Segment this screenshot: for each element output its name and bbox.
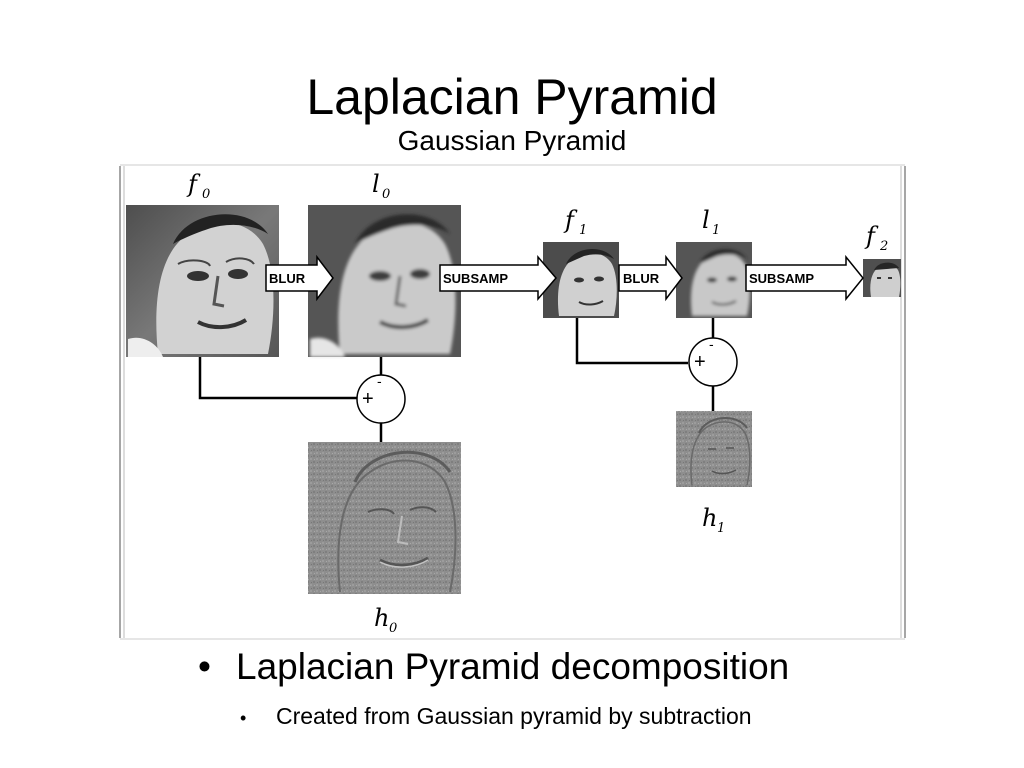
sub-bullet-marker: • [240, 708, 247, 728]
sum-node-0 [356, 374, 406, 424]
sum0-plus: + [362, 388, 374, 410]
image-f2 [863, 259, 901, 297]
slide-subtitle: Gaussian Pyramid [397, 125, 627, 156]
image-h1 [676, 411, 752, 487]
op-label-subsamp-1: SUBSAMP [443, 271, 508, 286]
label-f0: f 0 [186, 170, 210, 202]
svg-text:h: h [374, 604, 389, 632]
svg-text:0: 0 [382, 187, 390, 202]
svg-text:0: 0 [389, 621, 397, 636]
slide-title: Laplacian Pyramid [306, 69, 718, 125]
connector-f0-to-sum0 [198, 357, 358, 400]
label-l1: l 1 [702, 206, 720, 238]
svg-text:1: 1 [579, 223, 587, 238]
svg-text:1: 1 [717, 521, 725, 536]
svg-text:0: 0 [202, 187, 210, 202]
image-h0 [308, 442, 461, 594]
label-h0: h 0 [374, 604, 397, 636]
svg-text:2: 2 [879, 239, 888, 254]
label-l0: l 0 [372, 170, 390, 202]
svg-text:1: 1 [712, 223, 720, 238]
arrow-subsamp-1 [439, 254, 557, 302]
bullet-main-text: Laplacian Pyramid decomposition [236, 646, 790, 687]
bullet-marker: • [198, 646, 211, 687]
svg-text:h: h [702, 504, 717, 532]
arrow-subsamp-2 [745, 254, 864, 302]
sum-node-1 [688, 337, 738, 387]
laplacian-pyramid-figure: BLUR SUBSAMP BLUR SUBSAMP - + - + f 0 l … [118, 164, 908, 640]
op-label-blur-2: BLUR [623, 271, 660, 286]
bullet-laplacian-decomposition: • Laplacian Pyramid decomposition [198, 644, 958, 690]
sum1-minus: - [709, 336, 714, 352]
svg-text:f: f [186, 170, 201, 198]
label-h1: h 1 [702, 504, 725, 536]
bullet-sub-text: Created from Gaussian pyramid by subtrac… [276, 703, 752, 729]
label-f1: f 1 [563, 206, 587, 238]
image-l1 [676, 242, 752, 318]
connector-f1-to-sum1 [575, 318, 688, 365]
image-f0 [126, 205, 279, 357]
svg-text:l: l [372, 170, 380, 198]
arrow-blur-2 [618, 254, 683, 302]
pyramid-diagram: BLUR SUBSAMP BLUR SUBSAMP - + - + f 0 l … [119, 164, 906, 640]
svg-text:f: f [563, 206, 578, 234]
arrow-blur-1 [265, 254, 334, 302]
image-l0 [308, 205, 461, 357]
op-label-blur-1: BLUR [269, 271, 306, 286]
image-f1 [543, 242, 619, 318]
label-f2: f 2 [864, 222, 888, 254]
svg-text:l: l [702, 206, 710, 234]
sum1-plus: + [694, 351, 706, 373]
sum0-minus: - [377, 373, 382, 389]
bullet-created-from-gaussian: • Created from Gaussian pyramid by subtra… [240, 701, 960, 733]
svg-text:f: f [864, 222, 879, 250]
op-label-subsamp-2: SUBSAMP [749, 271, 814, 286]
